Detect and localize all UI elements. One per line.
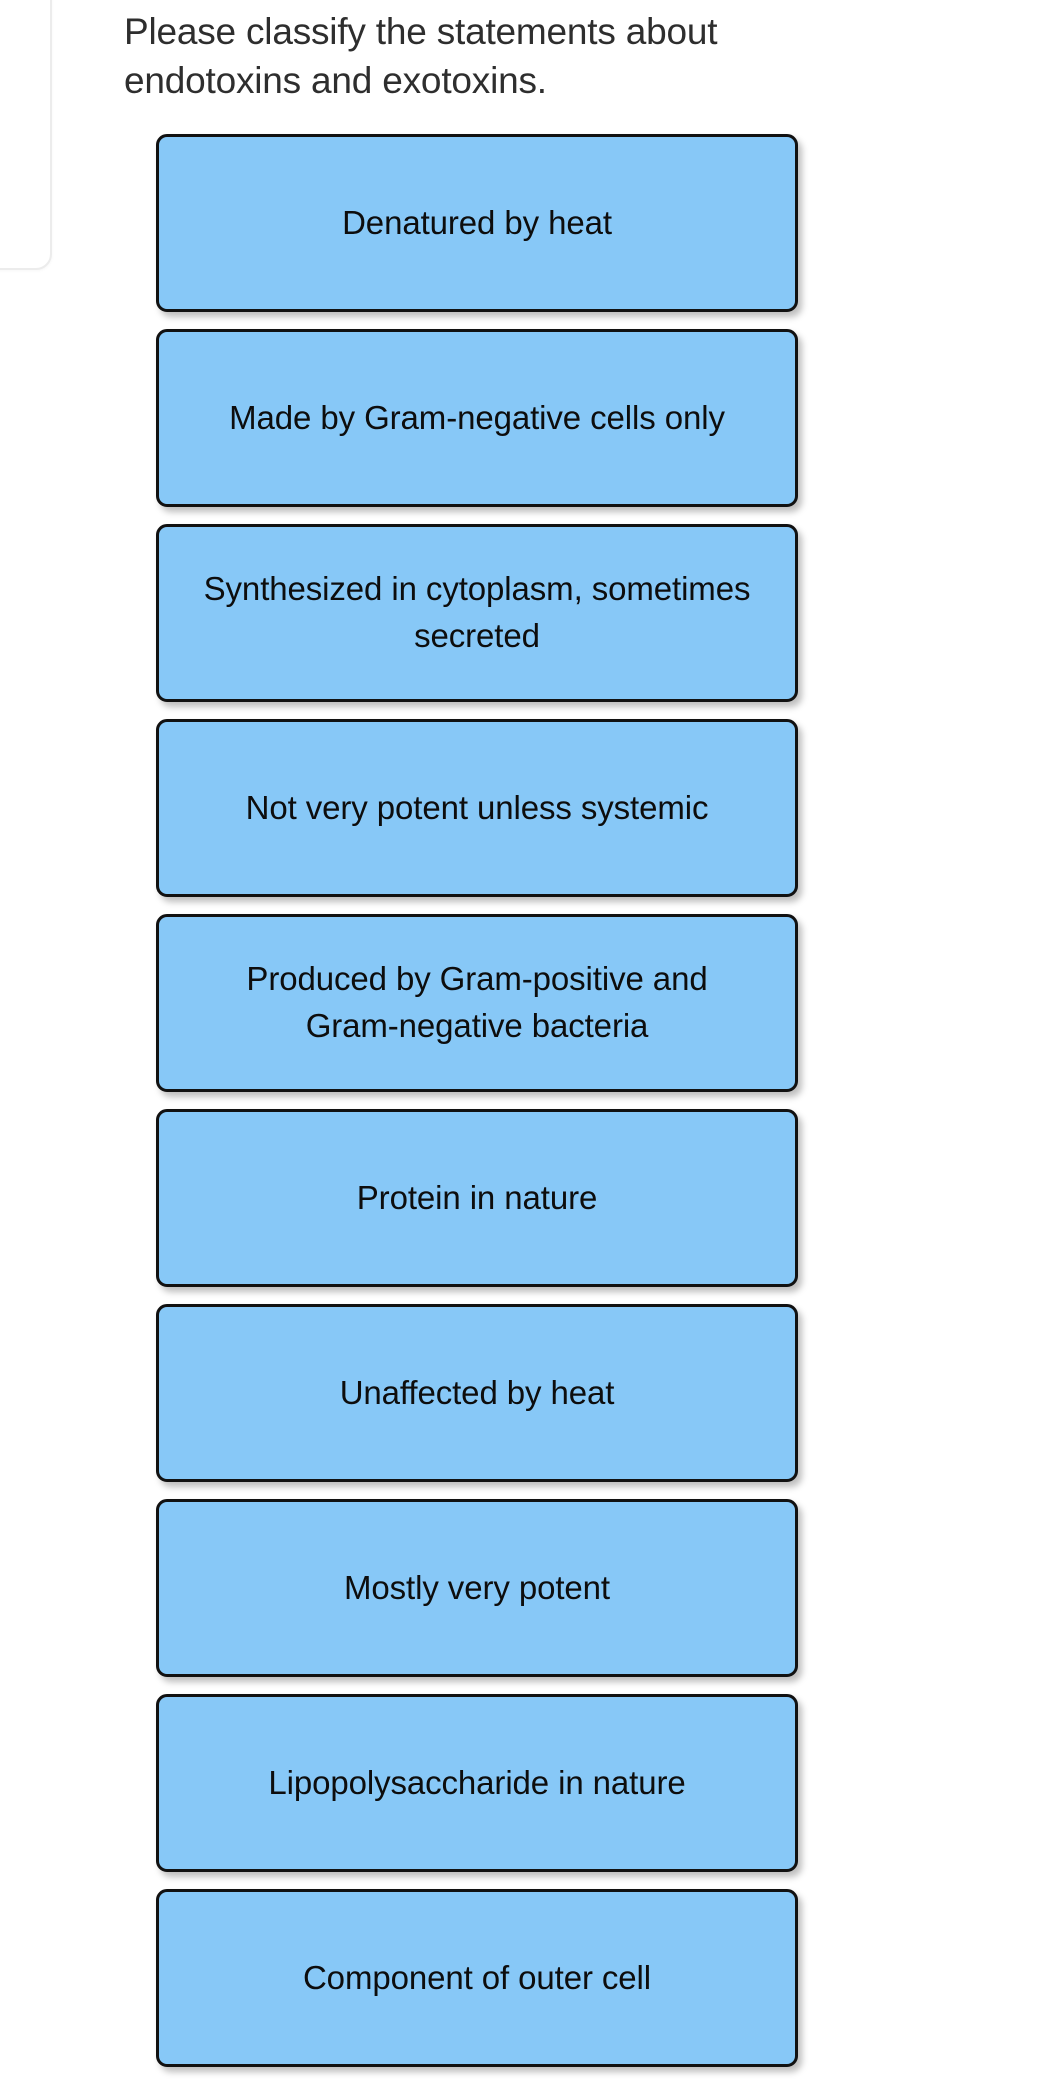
tile-label: Protein in nature (356, 1178, 598, 1216)
page-title: Please classify the statements about end… (124, 11, 718, 101)
tile-label: Unaffected by heat (339, 1373, 615, 1411)
tile-label: Component of outer cell (302, 1958, 652, 1996)
tile-label: Produced by Gram-positive and Gram-negat… (246, 960, 708, 1044)
classification-tile[interactable]: Not very potent unless systemic (156, 719, 798, 897)
classification-tile[interactable]: Component of outer cell (156, 1889, 798, 2067)
background-card-edge (0, 0, 52, 270)
classification-tile[interactable]: Synthesized in cytoplasm, sometimes secr… (156, 524, 798, 702)
tile-label: Synthesized in cytoplasm, sometimes secr… (203, 570, 751, 654)
tile-label: Made by Gram-negative cells only (229, 398, 725, 436)
classification-tile[interactable]: Lipopolysaccharide in nature (156, 1694, 798, 1872)
classification-tile[interactable]: Protein in nature (156, 1109, 798, 1287)
tile-label: Denatured by heat (342, 203, 612, 241)
tile-label: Mostly very potent (344, 1568, 610, 1606)
classification-tile[interactable]: Unaffected by heat (156, 1304, 798, 1482)
tile-label: Not very potent unless systemic (245, 788, 709, 826)
classification-tile[interactable]: Mostly very potent (156, 1499, 798, 1677)
tile-label: Lipopolysaccharide in nature (268, 1763, 686, 1801)
classification-tile[interactable]: Made by Gram-negative cells only (156, 329, 798, 507)
classification-tile[interactable]: Denatured by heat (156, 134, 798, 312)
classification-tile-list: Denatured by heat Made by Gram-negative … (156, 134, 798, 2084)
classification-tile[interactable]: Produced by Gram-positive and Gram-negat… (156, 914, 798, 1092)
